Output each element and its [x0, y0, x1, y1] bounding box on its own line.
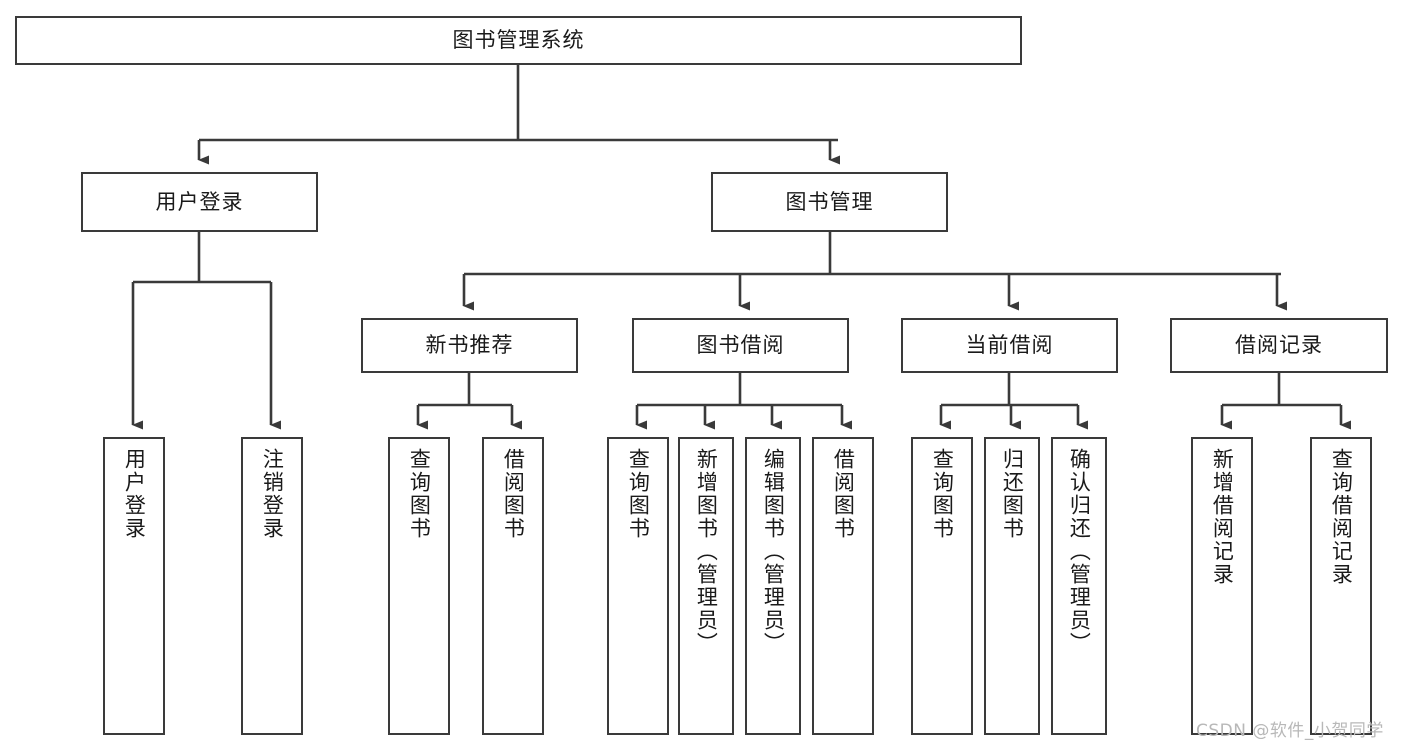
- node-borrow-record-label: 借阅记录: [1235, 333, 1323, 357]
- node-root-label: 图书管理系统: [452, 28, 585, 52]
- node-borrow-record[interactable]: 借阅记录: [1170, 318, 1388, 373]
- node-current-borrow-label: 当前借阅: [965, 333, 1054, 357]
- node-leaf-edit-book[interactable]: 编辑图书（管理员）: [745, 437, 801, 735]
- node-leaf-borrow-book-1[interactable]: 借阅图书: [482, 437, 544, 735]
- node-leaf-add-book-label: 新增图书（管理员）: [694, 448, 719, 655]
- node-leaf-user-login-label: 用户登录: [122, 448, 147, 540]
- node-leaf-add-borrow-record-label: 新增借阅记录: [1210, 448, 1235, 586]
- node-new-book-recommend-label: 新书推荐: [425, 333, 514, 357]
- node-leaf-confirm-return-label: 确认归还（管理员）: [1067, 448, 1092, 655]
- node-leaf-edit-book-label: 编辑图书（管理员）: [761, 448, 786, 655]
- node-user-login[interactable]: 用户登录: [81, 172, 318, 232]
- node-book-borrow-label: 图书借阅: [696, 333, 785, 357]
- node-book-management[interactable]: 图书管理: [711, 172, 948, 232]
- node-user-login-label: 用户登录: [155, 189, 244, 214]
- node-leaf-logout-login-label: 注销登录: [260, 448, 285, 540]
- node-leaf-query-book-2-label: 查询图书: [626, 448, 651, 540]
- node-leaf-user-login[interactable]: 用户登录: [103, 437, 165, 735]
- node-leaf-query-book-2[interactable]: 查询图书: [607, 437, 669, 735]
- node-leaf-borrow-book-2[interactable]: 借阅图书: [812, 437, 874, 735]
- node-leaf-logout-login[interactable]: 注销登录: [241, 437, 303, 735]
- node-root[interactable]: 图书管理系统: [15, 16, 1022, 65]
- node-book-management-label: 图书管理: [785, 189, 874, 214]
- node-leaf-query-book-3[interactable]: 查询图书: [911, 437, 973, 735]
- node-leaf-borrow-book-1-label: 借阅图书: [501, 448, 526, 540]
- node-new-book-recommend[interactable]: 新书推荐: [361, 318, 578, 373]
- node-leaf-query-borrow-record[interactable]: 查询借阅记录: [1310, 437, 1372, 735]
- node-leaf-return-book[interactable]: 归还图书: [984, 437, 1040, 735]
- node-current-borrow[interactable]: 当前借阅: [901, 318, 1118, 373]
- node-leaf-query-borrow-record-label: 查询借阅记录: [1329, 448, 1354, 586]
- node-leaf-query-book-1[interactable]: 查询图书: [388, 437, 450, 735]
- node-leaf-add-book[interactable]: 新增图书（管理员）: [678, 437, 734, 735]
- node-book-borrow[interactable]: 图书借阅: [632, 318, 849, 373]
- watermark-text: CSDN @软件_小贺同学: [1196, 721, 1384, 741]
- node-leaf-confirm-return[interactable]: 确认归还（管理员）: [1051, 437, 1107, 735]
- node-leaf-borrow-book-2-label: 借阅图书: [831, 448, 856, 540]
- node-leaf-query-book-3-label: 查询图书: [930, 448, 955, 540]
- node-leaf-add-borrow-record[interactable]: 新增借阅记录: [1191, 437, 1253, 735]
- node-leaf-return-book-label: 归还图书: [1000, 448, 1025, 540]
- node-leaf-query-book-1-label: 查询图书: [407, 448, 432, 540]
